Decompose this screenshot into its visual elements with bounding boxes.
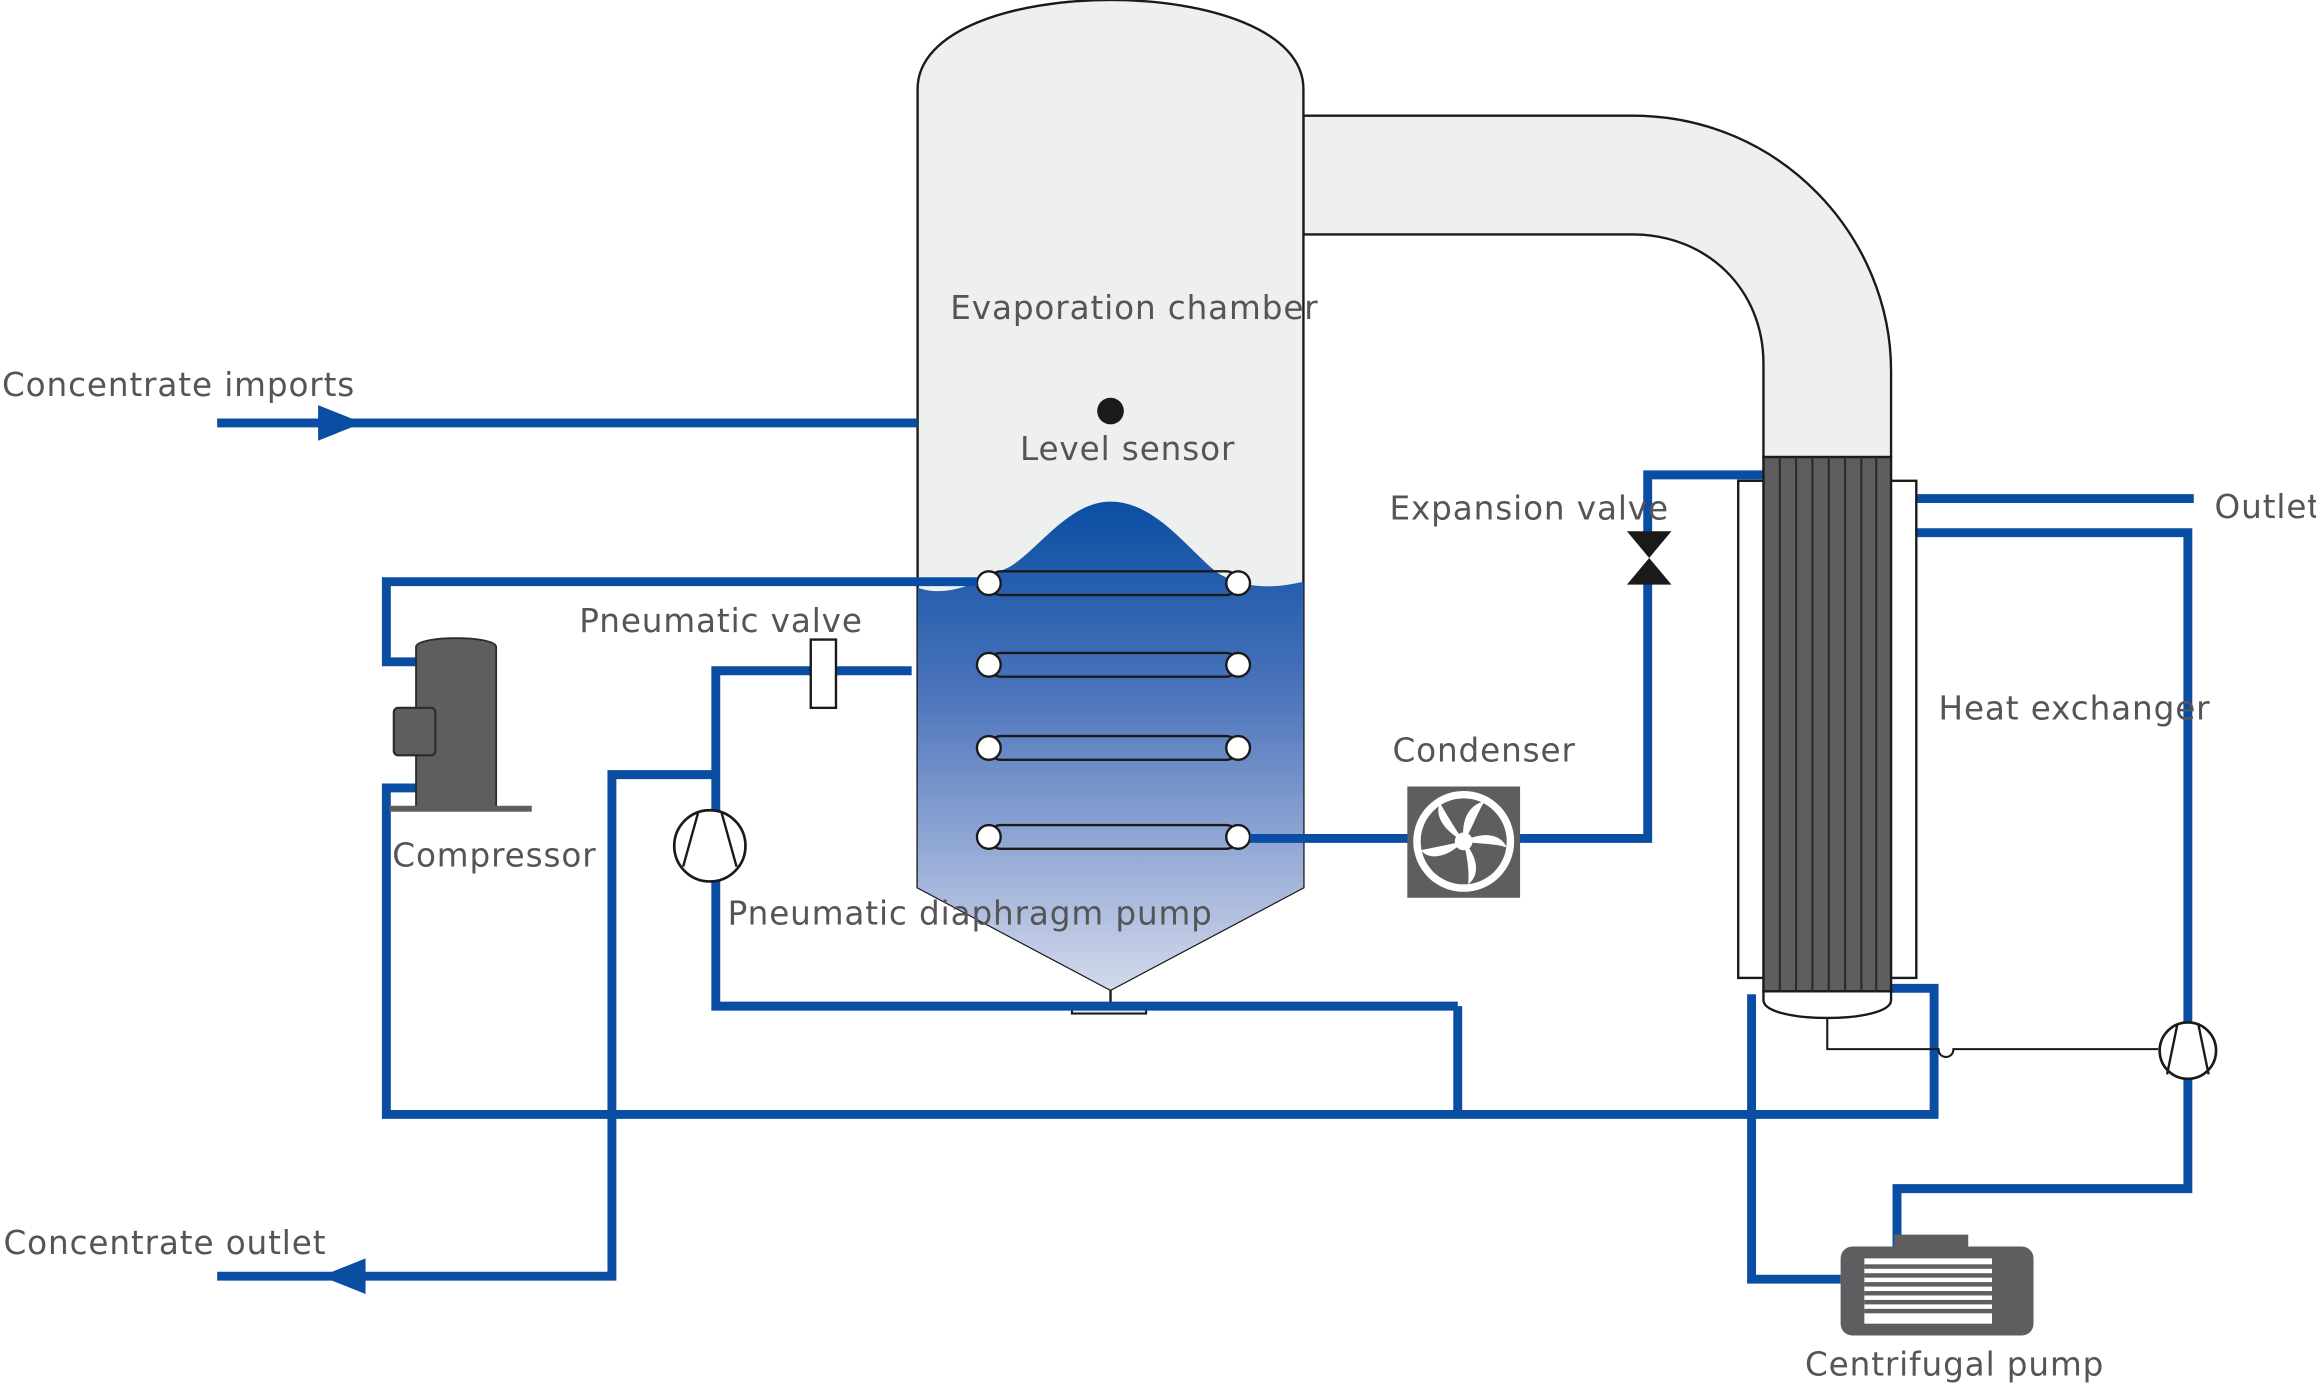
heat-exchanger (1737, 455, 1918, 1020)
label-evaporation-chamber: Evaporation chamber (950, 289, 1318, 327)
vapor-duct (1302, 114, 1893, 459)
liquid-level (917, 501, 1304, 990)
expansion-valve-icon (1626, 531, 1672, 585)
import-arrow-icon (318, 405, 363, 441)
label-level-sensor: Level sensor (1020, 430, 1235, 468)
pneumatic-diaphragm-pump-icon (672, 808, 747, 883)
level-sensor-icon (1097, 397, 1124, 425)
pneumatic-valve-icon (809, 638, 838, 710)
label-pneumatic-valve: Pneumatic valve (579, 602, 863, 640)
label-heat-exchanger: Heat exchanger (1939, 690, 2211, 728)
label-compressor: Compressor (392, 837, 596, 875)
label-concentrate-imports: Concentrate imports (2, 366, 355, 404)
centrifugal-pump-icon (1840, 1234, 2034, 1336)
compressor-icon (389, 637, 532, 812)
heating-coil-3 (975, 734, 1252, 761)
label-outlet: Outlet (2215, 488, 2316, 526)
label-expansion-valve: Expansion valve (1389, 489, 1668, 527)
evaporation-chamber (916, 0, 1893, 1015)
label-condenser: Condenser (1392, 731, 1575, 769)
heating-coil-2 (975, 651, 1252, 678)
label-pneumatic-diaphragm-pump: Pneumatic diaphragm pump (728, 894, 1213, 932)
outlet-arrow-icon (321, 1258, 366, 1294)
circulation-pump-icon (2158, 1021, 2218, 1081)
label-concentrate-outlet: Concentrate outlet (3, 1224, 326, 1262)
label-centrifugal-pump: Centrifugal pump (1805, 1346, 2104, 1384)
condenser-fan-icon (1407, 786, 1521, 898)
pipework (217, 405, 2194, 1294)
